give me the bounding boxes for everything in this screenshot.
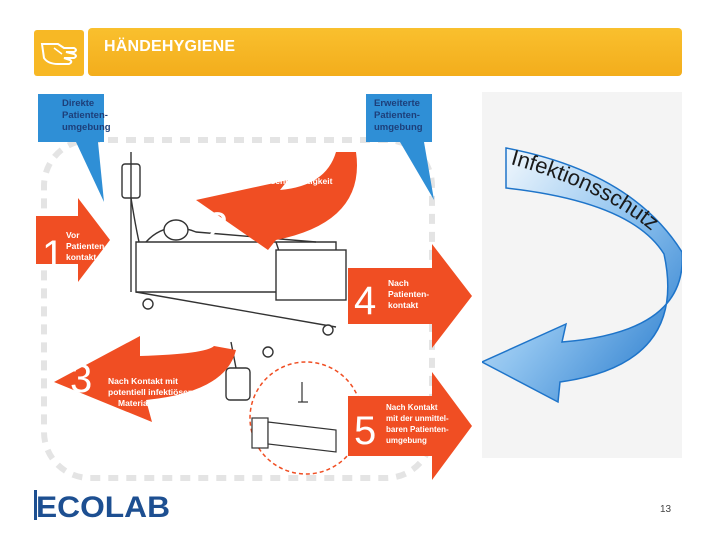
moment-label: Nach xyxy=(388,278,409,288)
hand-icon xyxy=(40,43,77,65)
infection-protection-panel: Infektionsschutz xyxy=(480,92,683,458)
page-title: HÄNDEHYGIENE xyxy=(104,38,236,55)
arrow-shape xyxy=(348,372,472,480)
header-bar: HÄNDEHYGIENE xyxy=(88,28,682,76)
moment-4-arrow: 4 Nach Patienten- kontakt xyxy=(348,244,472,348)
moment-number: 1 xyxy=(42,233,64,277)
page-number: 13 xyxy=(660,504,672,515)
moment-2-arrow: 2 Vor einer aseptischen Tätigkeit xyxy=(196,152,357,250)
moment-1-arrow: 1 Vor Patienten- kontakt xyxy=(36,198,110,282)
arrow-shape xyxy=(348,244,472,348)
moment-label: Patienten- xyxy=(66,241,107,251)
moment-3-arrow: 3 Nach Kontakt mit potentiell infektiöse… xyxy=(54,336,236,422)
moment-label: baren Patienten- xyxy=(386,425,449,434)
moment-label: Vor einer xyxy=(268,164,305,174)
zone-inner-line: umgebung xyxy=(62,122,111,133)
zone-label-extended: Erweiterte Patienten- umgebung xyxy=(366,94,434,200)
moment-label: Nach Kontakt mit xyxy=(108,376,178,386)
company-logo: ECOLAB xyxy=(34,490,170,520)
moment-5-arrow: 5 Nach Kontakt mit der unmittel- baren P… xyxy=(348,372,472,480)
moment-label: Vor xyxy=(66,230,80,240)
moment-number: 4 xyxy=(354,279,376,323)
zone-label-direct: Direkte Patienten- umgebung xyxy=(38,94,111,202)
moment-label: mit der unmittel- xyxy=(386,414,449,423)
hospital-bed-illustration xyxy=(121,152,347,401)
zone-outer-line: Patienten- xyxy=(374,110,420,121)
moment-label: potentiell infektiösem xyxy=(108,387,196,397)
zone-inner-line: Patienten- xyxy=(62,110,108,121)
moment-label: Patienten- xyxy=(388,289,429,299)
moment-label: Material xyxy=(118,398,150,408)
arrow-shape xyxy=(54,336,236,422)
moment-label: Nach Kontakt xyxy=(386,403,438,412)
logo-text: ECOLAB xyxy=(36,491,170,520)
moment-label: kontakt xyxy=(388,300,418,310)
curved-arrow-graphic: Infektionsschutz xyxy=(480,145,683,404)
moment-number: 5 xyxy=(354,409,376,453)
small-bed-illustration xyxy=(251,382,337,453)
hand-hygiene-diagram: Direkte Patienten- umgebung Erweiterte P… xyxy=(36,94,472,481)
moment-label: aseptischen Tätigkeit xyxy=(246,176,333,186)
moment-label: kontakt xyxy=(66,252,96,262)
header-hand-icon-box xyxy=(34,30,84,76)
zone-outer-line: umgebung xyxy=(374,122,423,133)
moment-label: umgebung xyxy=(386,436,427,445)
moment-number: 3 xyxy=(70,357,92,401)
arrow-shape xyxy=(36,198,110,282)
zone-inner-line: Direkte xyxy=(62,98,94,109)
zone-outer-line: Erweiterte xyxy=(374,98,420,109)
curved-ribbon-arrow xyxy=(480,147,683,404)
moment-number: 2 xyxy=(206,205,228,249)
arrow-shape xyxy=(196,152,357,250)
